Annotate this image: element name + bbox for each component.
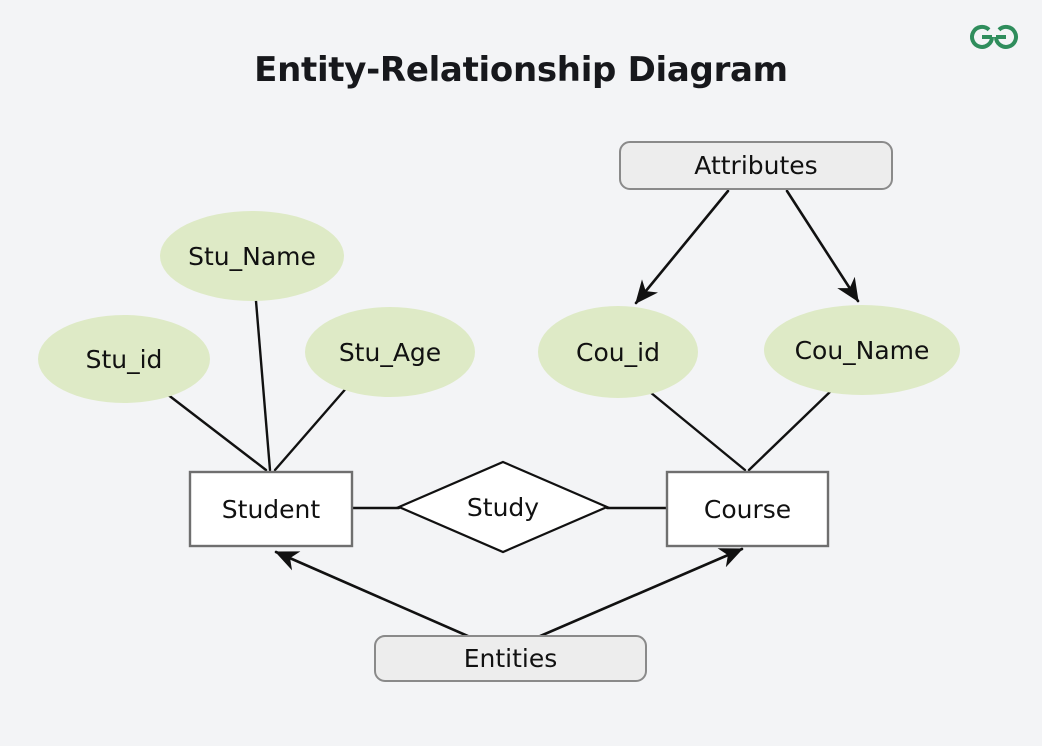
geeksforgeeks-logo xyxy=(970,24,1018,49)
entity-box-course[interactable] xyxy=(665,470,830,548)
arrow-entities-to-course xyxy=(536,547,744,639)
attribute-ellipse-cou-id[interactable] xyxy=(538,306,698,398)
entity-box-student[interactable] xyxy=(188,470,354,548)
arrow-attributes-to-cou-name xyxy=(785,189,860,303)
note-box-attributes[interactable] xyxy=(619,141,893,190)
attribute-ellipse-stu-age[interactable] xyxy=(305,307,475,397)
page-title: Entity-Relationship Diagram xyxy=(254,50,788,90)
attribute-ellipse-stu-name[interactable] xyxy=(160,211,344,301)
connector-stu-id-student xyxy=(165,392,268,472)
attribute-ellipses xyxy=(38,211,960,403)
attribute-ellipse-cou-name[interactable] xyxy=(764,305,960,395)
connector-cou-name-course xyxy=(747,387,835,472)
connector-stu-age-student xyxy=(273,383,351,472)
arrow-attributes-to-cou-id xyxy=(634,189,730,305)
arrow-entities-to-student xyxy=(274,550,472,639)
connector-stu-name-student xyxy=(254,299,272,472)
attribute-ellipse-stu-id[interactable] xyxy=(38,315,210,403)
connector-cou-id-course xyxy=(648,390,747,472)
relationship-diamond-study[interactable] xyxy=(396,460,610,554)
note-box-entities[interactable] xyxy=(374,635,647,682)
